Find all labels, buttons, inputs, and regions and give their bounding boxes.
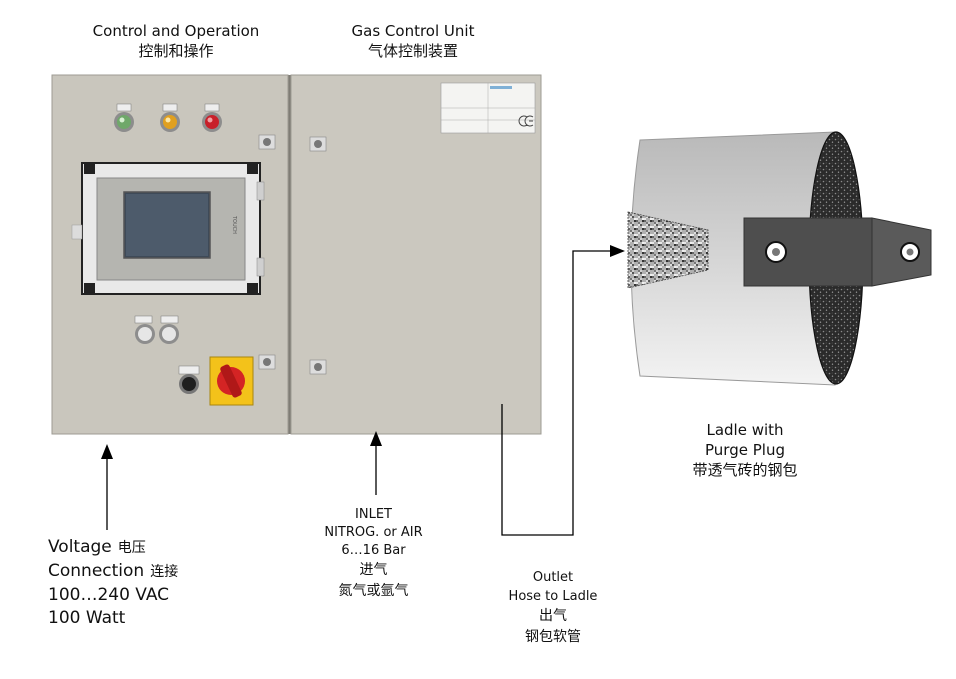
push-button-icon bbox=[134, 315, 155, 344]
lamp-green-icon bbox=[114, 103, 134, 132]
voltage-line1: Voltage 电压 bbox=[48, 536, 248, 560]
push-button-black-icon bbox=[178, 365, 200, 394]
inlet-line3: 6…16 Bar bbox=[341, 543, 406, 558]
control-label-cn: 控制和操作 bbox=[138, 42, 214, 60]
inlet-line1: INLET bbox=[355, 507, 392, 522]
inlet-cn1: 进气 bbox=[359, 562, 388, 578]
control-label-en: Control and Operation bbox=[92, 22, 260, 40]
ladle-label: Ladle with Purge Plug 带透气砖的钢包 bbox=[680, 420, 810, 480]
outlet-hose-line bbox=[501, 245, 625, 536]
svg-text:TOUCH: TOUCH bbox=[231, 215, 237, 234]
control-label: Control and Operation 控制和操作 bbox=[56, 21, 296, 61]
door-lock-icon bbox=[258, 134, 276, 150]
voltage-line2-en: Connection bbox=[48, 561, 145, 581]
voltage-label: Voltage 电压 Connection 连接 100…240 VAC 100 W… bbox=[48, 536, 248, 630]
voltage-line2-cn: 连接 bbox=[150, 564, 179, 580]
purge-plug-icon bbox=[627, 211, 709, 289]
inlet-label: INLET NITROG. or AIR 6…16 Bar 进气 氮气或氩气 bbox=[286, 506, 461, 602]
voltage-line2: Connection 连接 bbox=[48, 560, 248, 584]
voltage-line1-en: Voltage bbox=[48, 537, 112, 557]
trunnion-icon bbox=[743, 217, 873, 287]
ladle-icon bbox=[627, 131, 932, 386]
door-lock-icon bbox=[309, 136, 327, 152]
ladle-label-en2: Purge Plug bbox=[705, 441, 785, 459]
outlet-line1: Outlet bbox=[532, 570, 574, 585]
gas-unit-label: Gas Control Unit 气体控制装置 bbox=[318, 21, 508, 61]
control-cabinet: TOUCH bbox=[51, 74, 542, 435]
door-lock-icon bbox=[309, 359, 327, 375]
voltage-line3: 100…240 VAC bbox=[48, 585, 170, 605]
lamp-amber-icon bbox=[160, 103, 180, 132]
ce-mark-icon bbox=[518, 115, 534, 127]
door-lock-icon bbox=[258, 354, 276, 370]
touch-panel: TOUCH bbox=[71, 162, 261, 295]
voltage-line4: 100 Watt bbox=[48, 608, 126, 628]
main-switch-icon bbox=[209, 356, 254, 406]
gas-door bbox=[290, 74, 542, 435]
hinge-icon bbox=[256, 257, 265, 277]
nameplate bbox=[440, 82, 536, 134]
inlet-line2: NITROG. or AIR bbox=[324, 525, 423, 540]
voltage-arrow bbox=[101, 444, 113, 530]
outlet-line2: Hose to Ladle bbox=[508, 589, 598, 604]
outlet-label: Outlet Hose to Ladle 出气 钢包软管 bbox=[478, 568, 628, 648]
inlet-arrow bbox=[370, 431, 382, 495]
gas-unit-label-cn: 气体控制装置 bbox=[367, 42, 458, 60]
outlet-cn2: 钢包软管 bbox=[525, 629, 581, 645]
voltage-line1-cn: 电压 bbox=[117, 540, 146, 556]
outlet-cn1: 出气 bbox=[539, 608, 567, 624]
lamp-red-icon bbox=[202, 103, 222, 132]
gas-unit-label-en: Gas Control Unit bbox=[351, 22, 475, 40]
hinge-icon bbox=[256, 181, 265, 201]
inlet-cn2: 氮气或氩气 bbox=[338, 583, 409, 599]
push-button-icon bbox=[159, 315, 179, 344]
ladle-label-en1: Ladle with bbox=[706, 421, 784, 439]
ladle-label-cn: 带透气砖的钢包 bbox=[692, 461, 798, 479]
